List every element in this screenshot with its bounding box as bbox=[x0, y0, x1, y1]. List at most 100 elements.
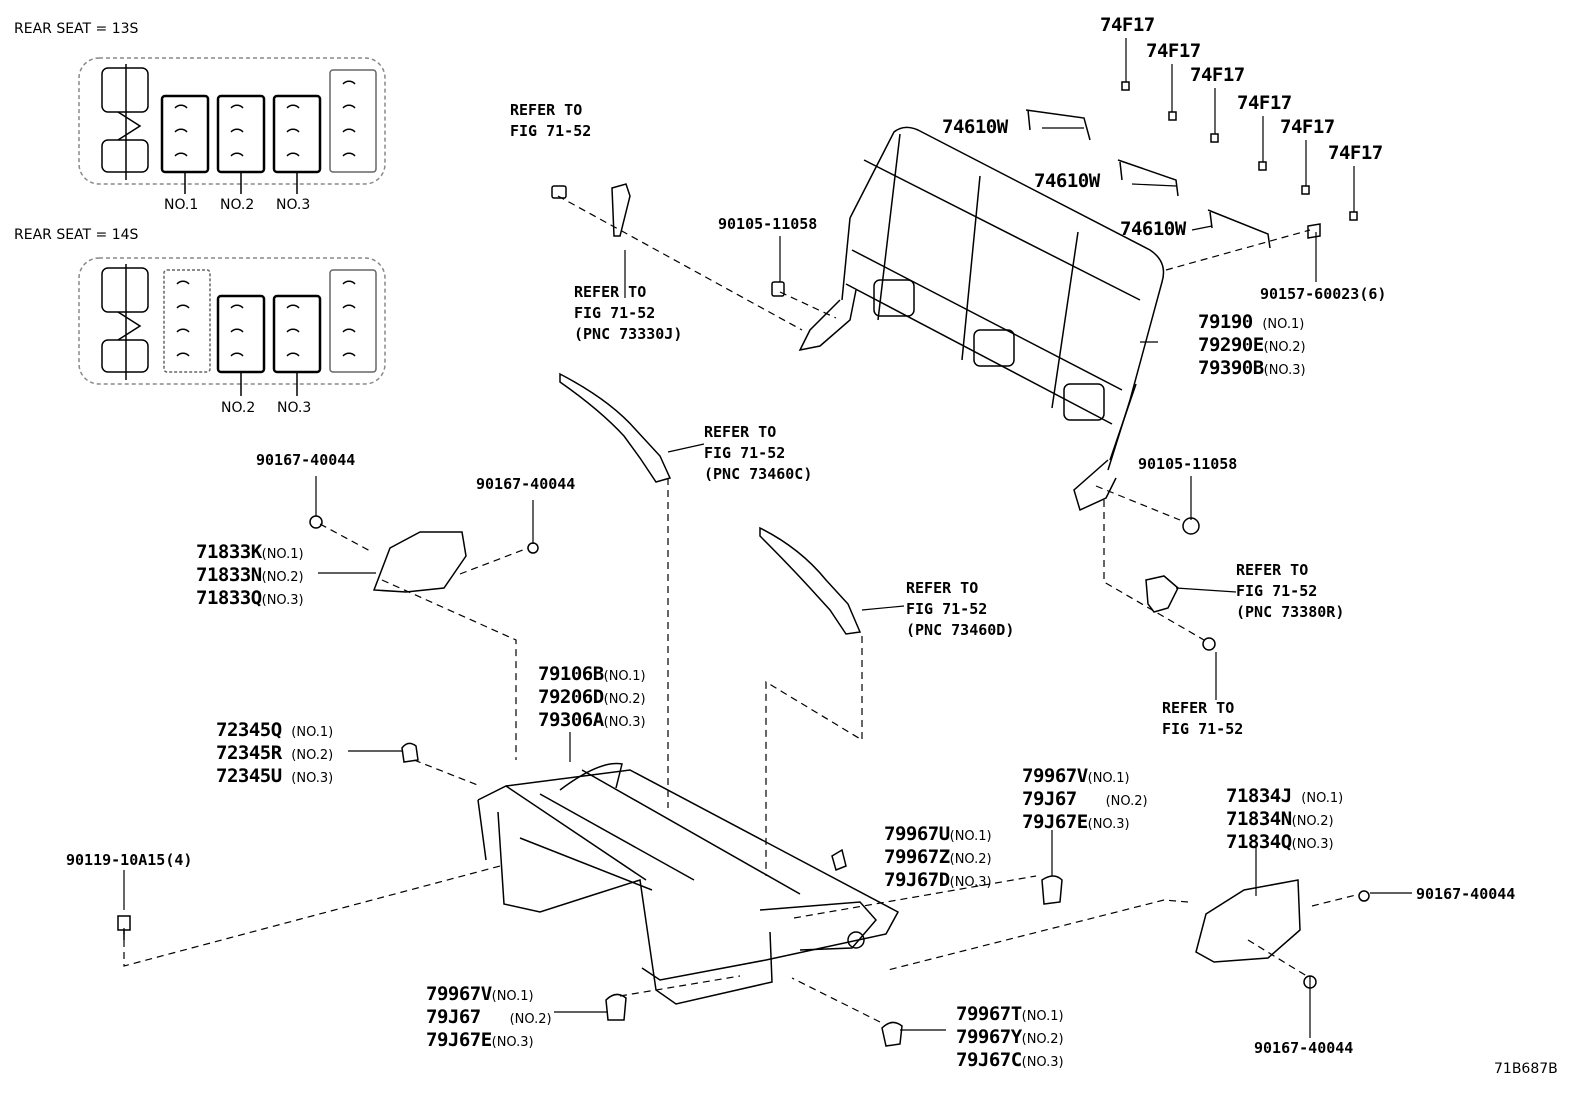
refer-callout-6[interactable]: REFER TO FIG 71-52 bbox=[1162, 698, 1243, 740]
part-number: 79290E bbox=[1198, 334, 1264, 356]
refer-callout-1[interactable]: REFER TO FIG 71-52 bbox=[510, 100, 591, 142]
refer-line: (PNC 73330J) bbox=[574, 325, 683, 343]
part-number: 79306A bbox=[538, 709, 604, 731]
part-number: 72345R bbox=[216, 742, 282, 764]
cushion-frame-drawing bbox=[477, 762, 900, 1005]
legend-13s-no3: NO.3 bbox=[276, 197, 311, 213]
side-cover-icons bbox=[372, 531, 1301, 963]
part-group-bushing-a[interactable]: 79967V(NO.1) 79J67 (NO.2) 79J67E(NO.3) bbox=[1022, 766, 1148, 835]
part-qualifier: (NO.1) bbox=[261, 547, 304, 562]
part-74f17-3[interactable]: 74F17 bbox=[1190, 64, 1245, 86]
part-number: 71833N bbox=[196, 564, 262, 586]
refer-line: (PNC 73460D) bbox=[906, 621, 1015, 639]
part-qualifier: (NO.1) bbox=[1262, 317, 1305, 332]
part-number: 71834N bbox=[1226, 808, 1292, 830]
part-74610w-1[interactable]: 74610W bbox=[942, 116, 1008, 138]
part-number: 79J67E bbox=[1022, 811, 1088, 833]
part-clip-90167-d[interactable]: 90167-40044 bbox=[1254, 1039, 1354, 1057]
part-number: 79J67 bbox=[1022, 788, 1077, 810]
refer-callout-5[interactable]: REFER TO FIG 71-52 (PNC 73380R) bbox=[1236, 560, 1344, 623]
part-bolt-90119[interactable]: 90119-10A15(4) bbox=[66, 851, 193, 869]
legend-13s-no2: NO.2 bbox=[220, 197, 255, 213]
seat-layout-13s-icon bbox=[78, 57, 386, 194]
part-number: 71833K bbox=[196, 541, 262, 563]
part-qualifier: (NO.2) bbox=[509, 1012, 552, 1027]
part-qualifier: (NO.2) bbox=[1291, 814, 1334, 829]
part-clip-90167-c[interactable]: 90167-40044 bbox=[1416, 885, 1516, 903]
part-number: 79J67D bbox=[884, 869, 950, 891]
part-qualifier: (NO.3) bbox=[1087, 817, 1130, 832]
refer-callout-3[interactable]: REFER TO FIG 71-52 (PNC 73460C) bbox=[704, 422, 812, 485]
part-qualifier: (NO.2) bbox=[1021, 1032, 1064, 1047]
part-qualifier: (NO.2) bbox=[1105, 794, 1148, 809]
part-qualifier: (NO.3) bbox=[603, 715, 646, 730]
part-number: 79967Z bbox=[884, 846, 950, 868]
part-clip-90167-a[interactable]: 90167-40044 bbox=[256, 451, 356, 469]
part-number: 79967T bbox=[956, 1003, 1022, 1025]
part-qualifier: (NO.2) bbox=[1263, 340, 1306, 355]
refer-line: REFER TO bbox=[574, 283, 647, 301]
part-qualifier: (NO.1) bbox=[491, 989, 534, 1004]
part-group-bushing-c[interactable]: 79967V(NO.1) 79J67 (NO.2) 79J67E(NO.3) bbox=[426, 984, 552, 1053]
headrest-support-icons bbox=[1025, 109, 1271, 249]
part-number: 79J67C bbox=[956, 1049, 1022, 1071]
part-number: 79106B bbox=[538, 663, 604, 685]
part-qualifier: (NO.1) bbox=[1087, 771, 1130, 786]
legend-14s-no3: NO.3 bbox=[277, 400, 312, 416]
part-group-bushing-d[interactable]: 79967T(NO.1) 79967Y(NO.2) 79J67C(NO.3) bbox=[956, 1004, 1064, 1073]
part-74f17-4[interactable]: 74F17 bbox=[1237, 92, 1292, 114]
part-group-cushion-frame[interactable]: 79106B(NO.1) 79206D(NO.2) 79306A(NO.3) bbox=[538, 664, 646, 733]
refer-line: FIG 71-52 bbox=[510, 122, 592, 140]
part-clip-90167-b[interactable]: 90167-40044 bbox=[476, 475, 576, 493]
part-qualifier: (NO.3) bbox=[491, 1035, 534, 1050]
part-74f17-6[interactable]: 74F17 bbox=[1328, 142, 1383, 164]
legend-title-14s: REAR SEAT = 14S bbox=[14, 227, 139, 243]
part-qualifier: (NO.3) bbox=[1263, 363, 1306, 378]
part-74610w-2[interactable]: 74610W bbox=[1034, 170, 1100, 192]
refer-line: REFER TO bbox=[1236, 561, 1309, 579]
refer-line: REFER TO bbox=[906, 579, 979, 597]
part-qualifier: (NO.2) bbox=[603, 692, 646, 707]
part-number: 79967U bbox=[884, 823, 950, 845]
part-74f17-2[interactable]: 74F17 bbox=[1146, 40, 1201, 62]
part-bolt-90157[interactable]: 90157-60023(6) bbox=[1260, 285, 1387, 303]
bushing-icons bbox=[401, 742, 1063, 1047]
legend-13s-no1: NO.1 bbox=[164, 197, 199, 213]
part-74610w-3[interactable]: 74610W bbox=[1120, 218, 1186, 240]
part-group-knob[interactable]: 72345Q (NO.1) 72345R (NO.2) 72345U (NO.3… bbox=[216, 720, 333, 789]
refer-line: REFER TO bbox=[1162, 699, 1235, 717]
part-number: 72345U bbox=[216, 765, 282, 787]
part-number: 71834Q bbox=[1226, 831, 1292, 853]
refer-line: FIG 71-52 bbox=[1236, 582, 1318, 600]
part-group-cover-left[interactable]: 71833K(NO.1) 71833N(NO.2) 71833Q(NO.3) bbox=[196, 542, 304, 611]
part-bolt-90105-a[interactable]: 90105-11058 bbox=[718, 215, 818, 233]
part-number: 71833Q bbox=[196, 587, 262, 609]
legend-title-13s: REAR SEAT = 13S bbox=[14, 21, 139, 37]
part-qualifier: (NO.3) bbox=[1021, 1055, 1064, 1070]
refer-callout-2[interactable]: REFER TO FIG 71-52 (PNC 73330J) bbox=[574, 282, 682, 345]
part-qualifier: (NO.1) bbox=[1021, 1009, 1064, 1024]
part-number: 71834J bbox=[1226, 785, 1292, 807]
part-bolt-90105-b[interactable]: 90105-11058 bbox=[1138, 455, 1238, 473]
part-qualifier: (NO.3) bbox=[261, 593, 304, 608]
refer-line: (PNC 73380R) bbox=[1236, 603, 1345, 621]
bracket-and-belt-icons bbox=[559, 183, 1179, 635]
part-group-bushing-b[interactable]: 79967U(NO.1) 79967Z(NO.2) 79J67D(NO.3) bbox=[884, 824, 992, 893]
seat-layout-14s-icon bbox=[78, 257, 386, 396]
part-number: 79967Y bbox=[956, 1026, 1022, 1048]
refer-line: FIG 71-52 bbox=[906, 600, 988, 618]
refer-line: FIG 71-52 bbox=[1162, 720, 1244, 738]
part-qualifier: (NO.3) bbox=[949, 875, 992, 890]
part-74f17-1[interactable]: 74F17 bbox=[1100, 14, 1155, 36]
refer-callout-4[interactable]: REFER TO FIG 71-52 (PNC 73460D) bbox=[906, 578, 1014, 641]
part-number: 79J67 bbox=[426, 1006, 481, 1028]
figure-id: 71B687B bbox=[1494, 1061, 1558, 1077]
part-number: 79390B bbox=[1198, 357, 1264, 379]
part-group-cover-right[interactable]: 71834J (NO.1) 71834N(NO.2) 71834Q(NO.3) bbox=[1226, 786, 1343, 855]
part-qualifier: (NO.2) bbox=[261, 570, 304, 585]
part-74f17-5[interactable]: 74F17 bbox=[1280, 116, 1335, 138]
part-qualifier: (NO.3) bbox=[1291, 837, 1334, 852]
seatback-frame-drawing bbox=[798, 126, 1165, 512]
part-group-seatback-frame[interactable]: 79190 (NO.1) 79290E(NO.2) 79390B(NO.3) bbox=[1198, 312, 1306, 381]
